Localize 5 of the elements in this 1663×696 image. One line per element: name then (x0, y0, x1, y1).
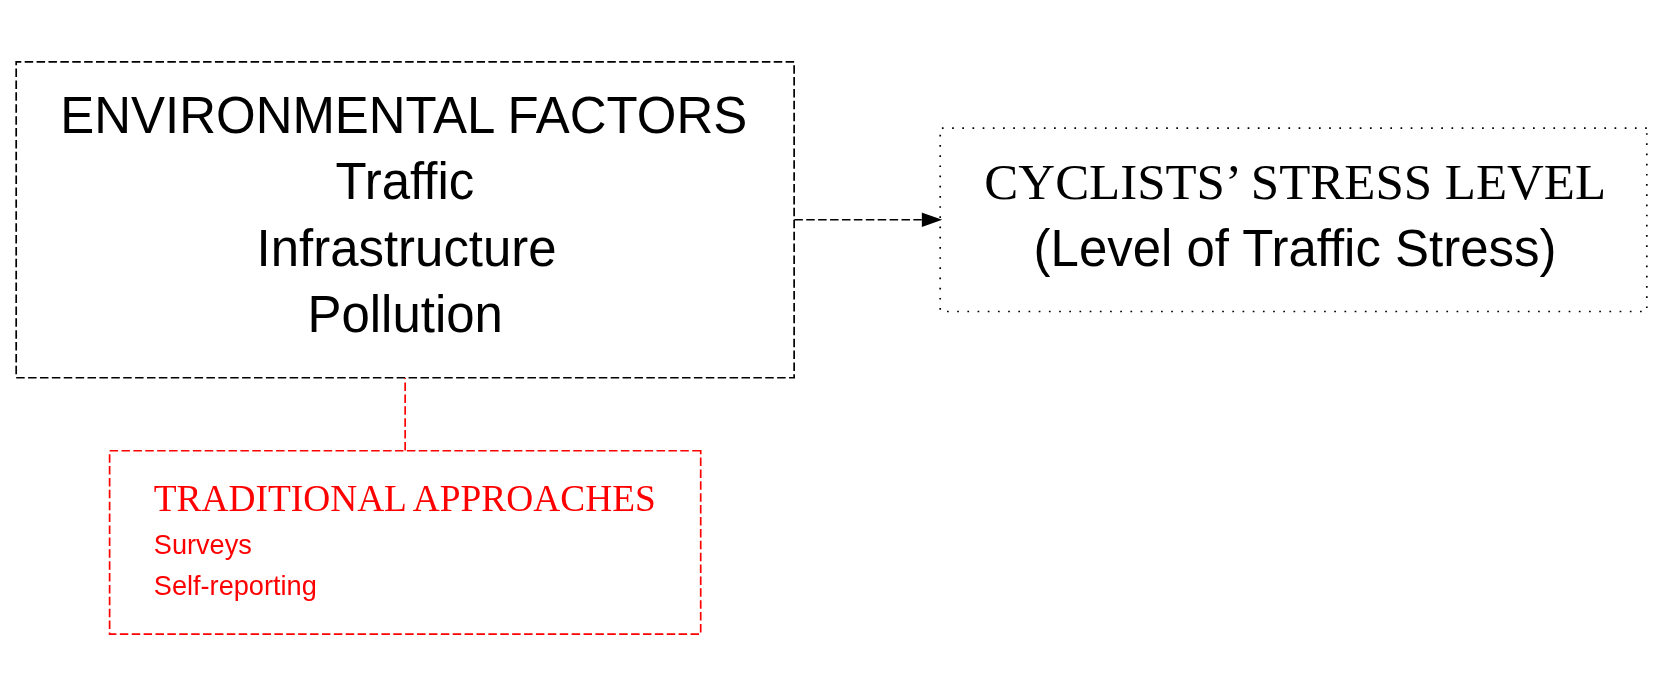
connector (404, 377, 406, 452)
arrow (793, 212, 943, 227)
node-box: TRADITIONAL APPROACHES Surveys Self-reporting (108, 449, 702, 636)
node-box: CYCLISTS’ STRESS LEVEL (Level of Traffic Stress) (939, 127, 1648, 313)
node-box: ENVIRONMENTAL FACTORS Traffic Infrastructure Pollution (15, 60, 795, 379)
